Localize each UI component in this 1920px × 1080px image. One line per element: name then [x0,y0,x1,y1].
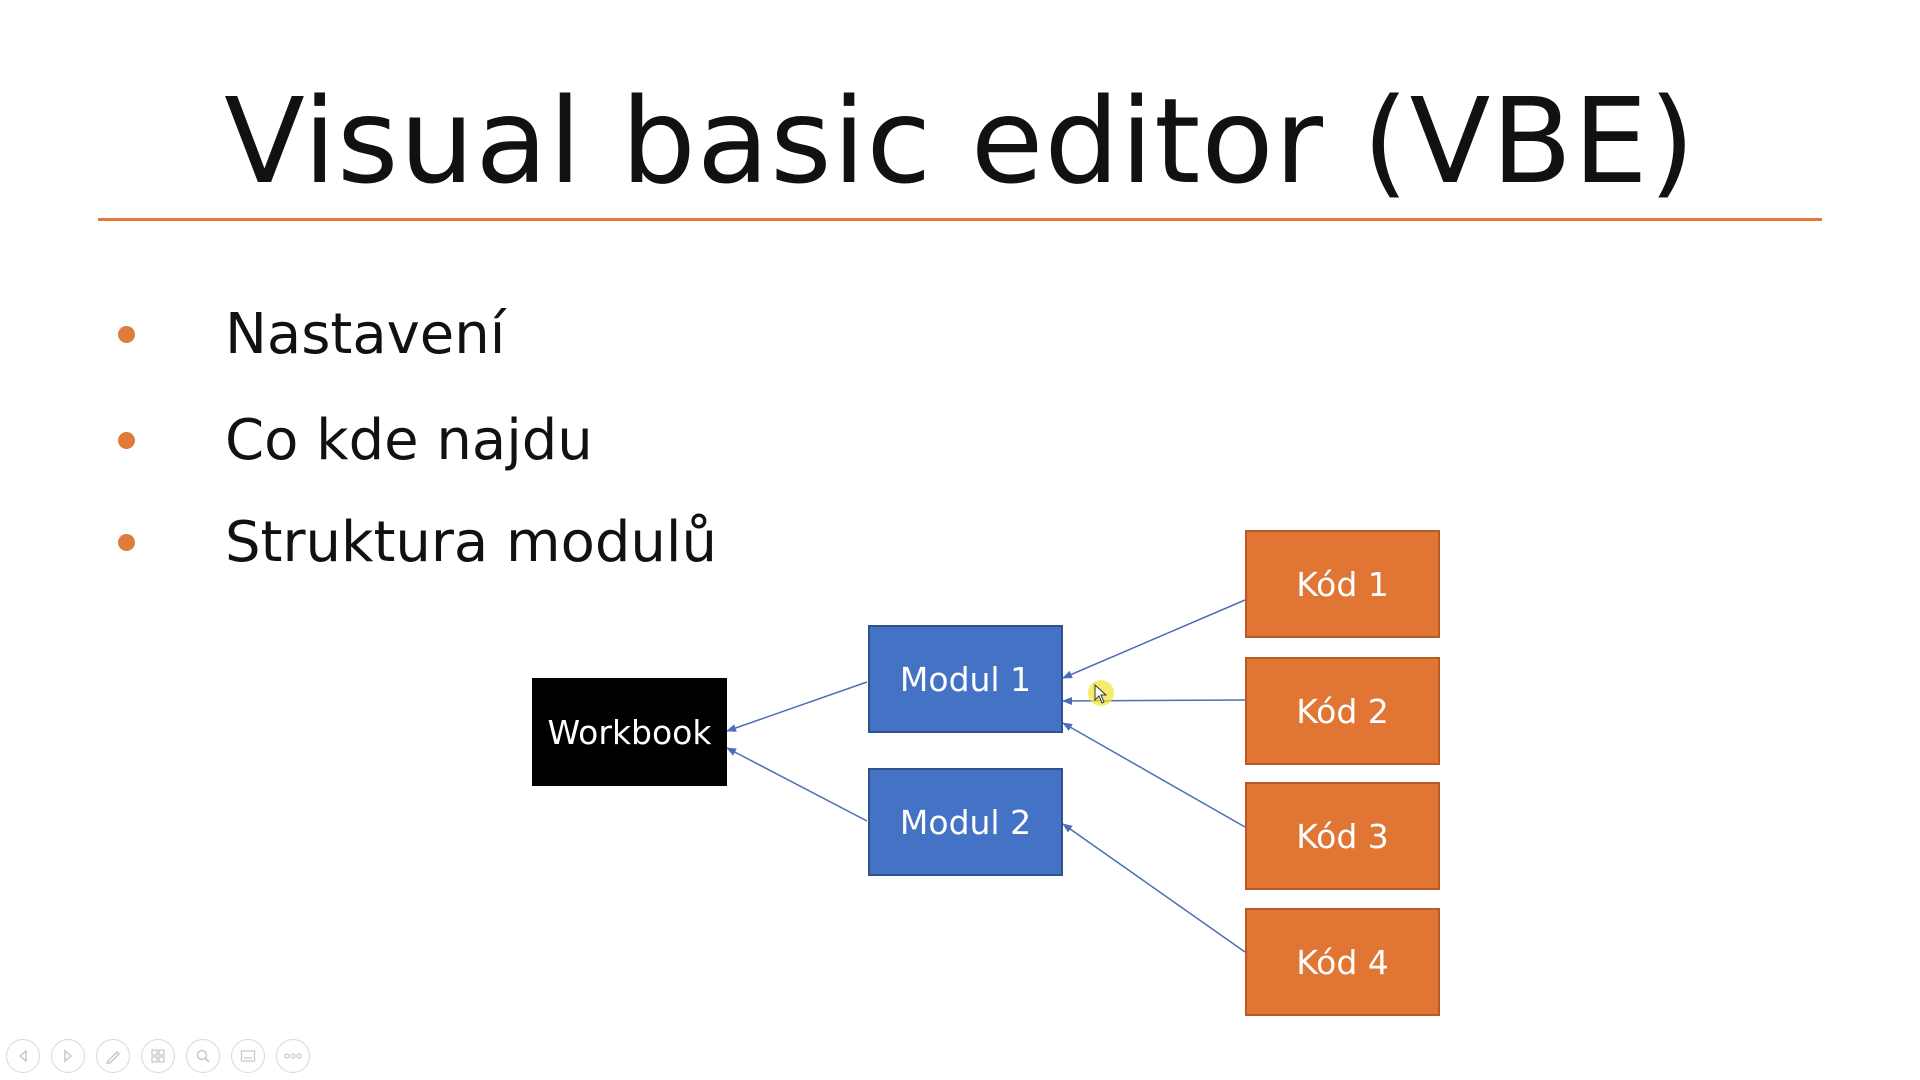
bullet-dot [118,432,135,449]
code-label: Kód 2 [1296,691,1389,731]
bullet-text: Co kde najdu [225,408,593,473]
connector-modul2-to-workbook [726,747,868,822]
module-box: Modul 1 [868,625,1063,733]
bullet-dot [118,534,135,551]
pen-button[interactable] [96,1039,130,1073]
code-box: Kód 4 [1245,908,1440,1016]
bullet-text: Nastavení [225,302,506,367]
module-box: Modul 2 [868,768,1063,876]
module-label: Modul 2 [899,802,1032,842]
previous-slide-button[interactable] [6,1039,40,1073]
code-label: Kód 3 [1296,816,1389,856]
code-box: Kód 2 [1245,657,1440,765]
code-box: Kód 3 [1245,782,1440,890]
subtitles-icon [240,1050,256,1062]
more-options-icon [284,1053,302,1059]
see-all-slides-icon [151,1049,165,1063]
code-label: Kód 4 [1296,942,1389,982]
connector-kod4-to-modul2 [1062,823,1246,953]
workbook-label: Workbook [547,712,712,752]
presenter-toolbar [6,1039,310,1073]
bullet-text: Struktura modulů [225,510,717,575]
previous-icon [18,1049,27,1063]
zoom-button[interactable] [186,1039,220,1073]
subtitles-button[interactable] [231,1039,265,1073]
slide-title: Visual basic editor (VBE) [224,72,1696,210]
code-label: Kód 1 [1296,564,1389,604]
more-options-button[interactable] [276,1039,310,1073]
next-icon [64,1049,73,1063]
code-box: Kód 1 [1245,530,1440,638]
pen-icon [105,1050,121,1064]
module-label: Modul 1 [899,659,1032,699]
connector-kod3-to-modul1 [1062,722,1246,828]
connector-kod1-to-modul1 [1062,599,1246,679]
bullet-dot [118,326,135,343]
mouse-pointer-icon [1094,684,1108,704]
connector-modul1-to-workbook [726,681,868,732]
zoom-icon [196,1049,210,1063]
next-slide-button[interactable] [51,1039,85,1073]
see-all-slides-button[interactable] [141,1039,175,1073]
title-underline [98,218,1822,221]
workbook-box: Workbook [532,678,727,786]
